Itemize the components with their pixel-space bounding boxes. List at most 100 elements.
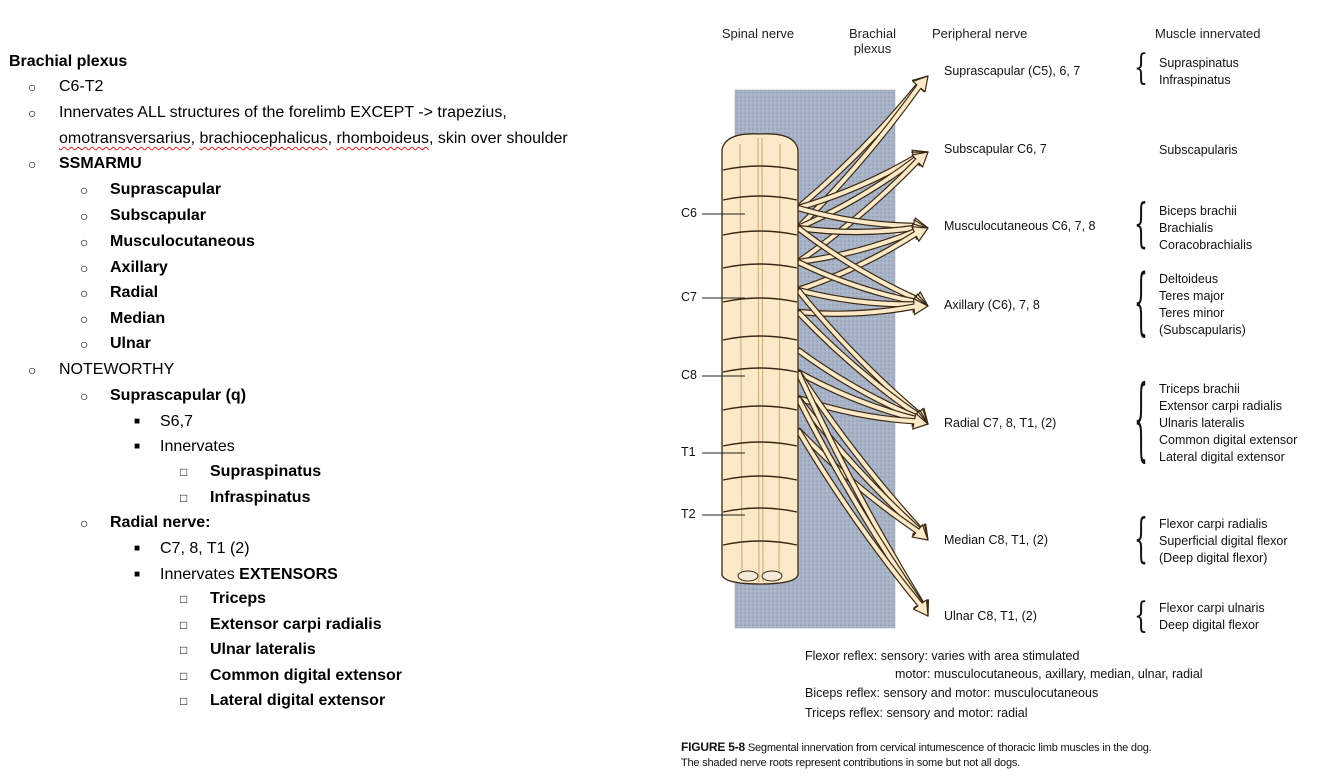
radial-innervates-bold: EXTENSORS [239,566,338,583]
muscle-item: Infraspinatus [1159,73,1231,87]
muscle-item: Extensor carpi radialis [1159,399,1282,413]
spellcheck-word: brachiocephalicus [199,130,328,147]
nerve-arrow [797,204,929,235]
muscle-item: Flexor carpi ulnaris [1159,601,1265,615]
muscle-item: (Subscapularis) [1159,323,1246,337]
plexus-illustration [702,75,930,629]
muscle-item: Lateral digital extensor [1159,450,1285,464]
spellcheck-word: rhomboideus [336,130,429,147]
nerve-arrow [795,287,929,425]
muscle-item: Superficial digital flexor [1159,534,1288,548]
muscle-item: Teres minor [1159,306,1225,320]
header-spinal-nerve: Spinal nerve [721,26,795,41]
muscle-group-musculocutaneous: Biceps brachii Brachialis Coracobrachial… [1159,203,1252,254]
cord-segment-band [722,230,798,236]
segment-label-t1: T1 [681,445,696,459]
nerve-item: Median [110,310,166,327]
header-plexus-line1: Brachial [849,26,896,41]
radial-muscle: Common digital extensor [210,667,403,684]
cord-segment-band [722,441,798,447]
segment-label-t2: T2 [681,507,696,521]
cord-segment-band [722,475,798,481]
nerve-arrow [796,258,929,310]
muscle-group-subscapular: Subscapularis [1159,142,1238,159]
nerve-arrow [797,286,929,313]
empty-box-bullet-icon: □ [180,465,188,479]
segment-label-c6: C6 [681,206,697,220]
muscle-item: Common digital extensor [1159,433,1298,447]
muscle-item: Supraspinatus [1159,56,1239,70]
muscle-item: Ulnaris lateralis [1159,416,1245,430]
supra-innervates: Innervates [160,438,235,455]
supra-muscle: Supraspinatus [210,463,322,480]
nerve-arrow [795,427,929,617]
muscle-item: Triceps brachii [1159,382,1240,396]
header-brachial-plexus: Brachial plexus [835,26,910,56]
cord-segment-band [722,405,798,411]
peripheral-ulnar: Ulnar C8, T1, (2) [944,609,1037,623]
notes-noteworthy: NOTEWORTHY [59,361,175,378]
hollow-bullet-icon: ○ [80,388,89,404]
notes-panel: Brachial plexus ○ C6-T2 ○ Innervates ALL… [9,53,568,709]
empty-box-bullet-icon: □ [180,694,188,708]
square-bullet-icon: ■ [134,569,141,580]
notes-innervates-tail: , skin over shoulder [428,130,568,147]
peripheral-suprascapular: Suprascapular (C5), 6, 7 [944,64,1081,78]
brace-icon: { [1134,48,1148,89]
hollow-bullet-icon: ○ [28,105,37,121]
muscle-group-ulnar: Flexor carpi ulnaris Deep digital flexor [1159,600,1265,634]
nerve-arrow [795,369,929,541]
notes-title: Brachial plexus [9,53,128,70]
radial-innervates: Innervates EXTENSORS [160,565,338,585]
notes-radial: Radial nerve: [110,514,211,531]
hollow-bullet-icon: ○ [28,362,37,378]
segment-label-c8: C8 [681,368,697,382]
cord-segment-band [722,195,798,201]
hollow-bullet-icon: ○ [28,156,37,172]
nerve-arrow [797,298,929,317]
peripheral-median: Median C8, T1, (2) [944,533,1048,547]
cord-segment-band [722,507,798,513]
empty-box-bullet-icon: □ [180,491,188,505]
figure-caption-line2: The shaded nerve roots represent contrib… [681,757,1021,769]
hollow-bullet-icon: ○ [80,311,89,327]
nerve-arrow [796,149,929,211]
peripheral-subscapular: Subscapular C6, 7 [944,142,1047,156]
empty-box-bullet-icon: □ [180,618,188,632]
notes-suprascapular-q: Suprascapular (q) [110,387,247,404]
radial-muscle: Extensor carpi radialis [210,616,382,633]
square-bullet-icon: ■ [134,543,141,554]
spinal-cord [721,133,799,585]
muscle-item: Deltoideus [1159,272,1219,286]
brace-icon: { [1134,263,1148,346]
muscle-group-radial: Triceps brachii Extensor carpi radialis … [1159,381,1297,466]
figure-label: FIGURE 5-8 [681,740,746,754]
nerve-arrow [797,219,929,237]
radial-muscle: Triceps [210,590,267,607]
peripheral-radial: Radial C7, 8, T1, (2) [944,416,1057,430]
header-muscle-innervated: Muscle innervated [1155,26,1261,41]
empty-box-bullet-icon: □ [180,592,188,606]
spellcheck-word: omotransversarius [59,130,191,147]
reflex-biceps: Biceps reflex: sensory and motor: muscul… [805,686,1099,700]
square-bullet-icon: ■ [134,441,141,452]
nerve-item: Subscapular [110,207,207,224]
muscle-item: Coracobrachialis [1159,238,1253,252]
cord-segment-band [722,540,798,546]
supra-muscle: Infraspinatus [210,489,311,506]
cord-segment-band [722,367,798,373]
reflex-triceps: Triceps reflex: sensory and motor: radia… [805,706,1028,720]
reflex-flexor-line1: Flexor reflex: sensory: varies with area… [805,649,1080,663]
radial-innervates-prefix: Innervates [160,566,240,583]
supra-segments: S6,7 [160,413,193,430]
muscle-group-suprascapular: Supraspinatus Infraspinatus [1159,55,1239,89]
notes-mnemonic: SSMARMU [59,155,142,172]
muscle-item: Teres major [1159,289,1225,303]
hollow-bullet-icon: ○ [80,234,89,250]
peripheral-axillary: Axillary (C6), 7, 8 [944,298,1040,312]
nerve-arrow [796,394,929,430]
brachial-plexus-figure: Spinal nerve Brachial plexus Peripheral … [680,0,1334,784]
cord-segment-band [722,335,798,341]
hollow-bullet-icon: ○ [80,208,89,224]
nerve-arrows [795,75,930,617]
